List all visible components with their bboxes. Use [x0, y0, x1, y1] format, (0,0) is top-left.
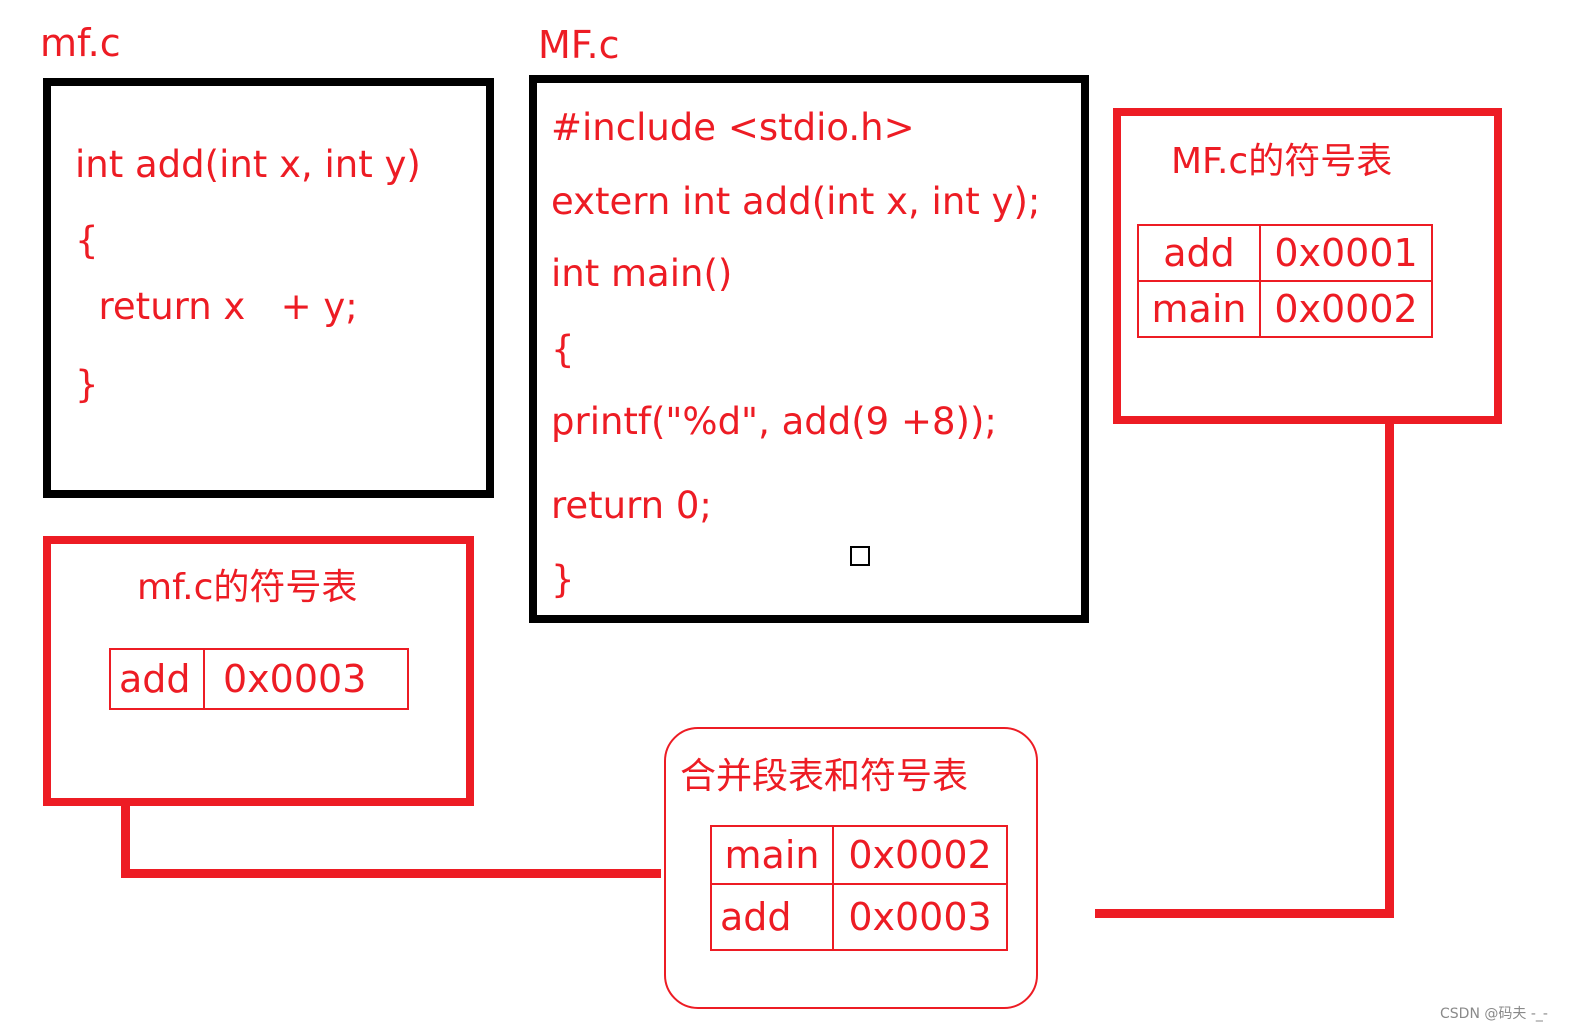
code-line: {	[551, 328, 575, 371]
code-line: int main()	[551, 252, 733, 295]
symbol-address: 0x0003	[203, 648, 409, 710]
merged-title: 合并段表和符号表	[680, 756, 969, 797]
symbol-name: add	[109, 648, 205, 710]
code-line: }	[75, 363, 99, 406]
merged-table: main 0x0002 add 0x0003	[710, 825, 1008, 951]
mf-symtab-table: add 0x0003	[109, 648, 409, 710]
symbol-address: 0x0002	[1259, 280, 1433, 338]
symbol-address: 0x0003	[832, 883, 1008, 951]
table-row: main 0x0002	[710, 825, 1008, 885]
symbol-name: add	[1137, 224, 1261, 282]
code-line: return 0;	[551, 484, 712, 527]
mf-code-box: int add(int x, int y) { return x + y; }	[43, 78, 494, 498]
mf-symtab-title: mf.c的符号表	[137, 567, 358, 608]
table-row: add 0x0003	[710, 883, 1008, 951]
mf-symtab-box: mf.c的符号表 add 0x0003	[43, 536, 474, 806]
table-row: add 0x0003	[109, 648, 409, 710]
mf-file-label: mf.c	[40, 21, 121, 65]
symbol-name: main	[710, 825, 834, 885]
cursor-square-icon	[850, 546, 870, 566]
merged-box: 合并段表和符号表 main 0x0002 add 0x0003	[664, 727, 1038, 1009]
connector-MF-horizontal	[1095, 909, 1394, 918]
code-line: #include <stdio.h>	[551, 106, 915, 149]
table-row: add 0x0001	[1137, 224, 1433, 282]
connector-mf-vertical	[121, 804, 130, 878]
code-line: int add(int x, int y)	[75, 143, 421, 186]
code-line: return x + y;	[75, 285, 358, 328]
table-row: main 0x0002	[1137, 280, 1433, 338]
MF-symtab-box: MF.c的符号表 add 0x0001 main 0x0002	[1113, 108, 1502, 424]
symbol-address: 0x0002	[832, 825, 1008, 885]
watermark: CSDN @码夫 -_-	[1440, 1006, 1548, 1022]
code-line: {	[75, 219, 99, 262]
symbol-name: add	[710, 883, 834, 951]
code-line: printf("%d", add(9 +8));	[551, 400, 997, 443]
MF-symtab-table: add 0x0001 main 0x0002	[1137, 224, 1433, 338]
MF-symtab-title: MF.c的符号表	[1171, 141, 1393, 182]
symbol-address: 0x0001	[1259, 224, 1433, 282]
connector-MF-vertical	[1385, 422, 1394, 918]
code-line: }	[551, 558, 575, 601]
code-line: extern int add(int x, int y);	[551, 180, 1041, 223]
MF-code-box: #include <stdio.h> extern int add(int x,…	[529, 75, 1089, 623]
connector-mf-horizontal	[121, 869, 661, 878]
symbol-name: main	[1137, 280, 1261, 338]
MF-file-label: MF.c	[538, 23, 620, 67]
